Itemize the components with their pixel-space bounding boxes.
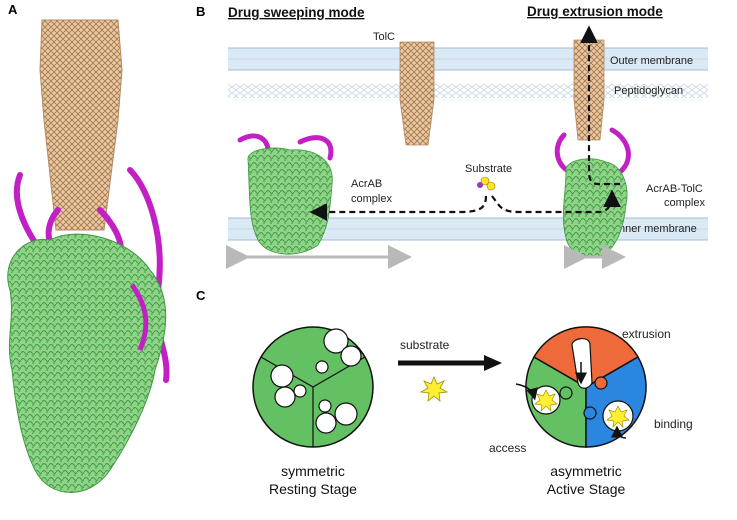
acrab-tolc-label-2: complex <box>664 197 705 209</box>
resting-stage-diagram <box>252 326 374 448</box>
acrab-label-1: AcrAB <box>351 178 382 190</box>
active-caption-2: Active Stage <box>547 481 626 497</box>
substrate-label: Substrate <box>465 163 512 175</box>
binding-entry-arrow <box>611 425 627 439</box>
tolc-barrel <box>39 19 123 231</box>
free-tolc <box>399 41 435 146</box>
access-entry-arrow <box>515 383 538 401</box>
acrb-trimer <box>7 233 167 493</box>
tolc-label: TolC <box>373 31 395 43</box>
substrate-molecule <box>477 176 496 191</box>
acrab-complex-left <box>237 133 334 255</box>
resting-caption-2: Resting Stage <box>269 481 357 497</box>
transition-arrow-head <box>484 355 502 371</box>
peptidoglycan-label: Peptidoglycan <box>614 85 683 97</box>
access-star-icon <box>534 389 558 413</box>
extrusion-label: extrusion <box>622 327 671 341</box>
mode-left-title: Drug sweeping mode <box>228 5 365 20</box>
acrab-label-2: complex <box>351 193 392 205</box>
active-caption-1: asymmetric <box>550 463 622 479</box>
acrab-tolc-label-1: AcrAB-TolC <box>646 183 703 195</box>
binding-label: binding <box>654 417 693 431</box>
acrab-tolc-complex-right <box>554 39 631 259</box>
inner-membrane-label: Inner membrane <box>616 223 697 235</box>
extrusion-path-arrow <box>580 25 620 186</box>
active-stage-diagram <box>515 326 647 448</box>
uptake-path-arrow <box>491 189 621 214</box>
panel-a-letter: A <box>8 2 18 17</box>
panel-b-letter: B <box>196 4 205 19</box>
acrab-tolc-structure <box>7 19 170 493</box>
mode-right-title: Drug extrusion mode <box>527 4 663 19</box>
binding-star-icon <box>606 405 630 429</box>
resting-caption-1: symmetric <box>281 463 345 479</box>
sweep-path-arrow <box>309 195 488 221</box>
panel-c-letter: C <box>196 288 206 303</box>
access-label: access <box>489 441 526 455</box>
substrate-star-icon <box>419 375 449 402</box>
acra-lower <box>129 283 149 351</box>
substrate-arrow-label: substrate <box>400 338 450 352</box>
outer-membrane-label: Outer membrane <box>610 55 693 67</box>
